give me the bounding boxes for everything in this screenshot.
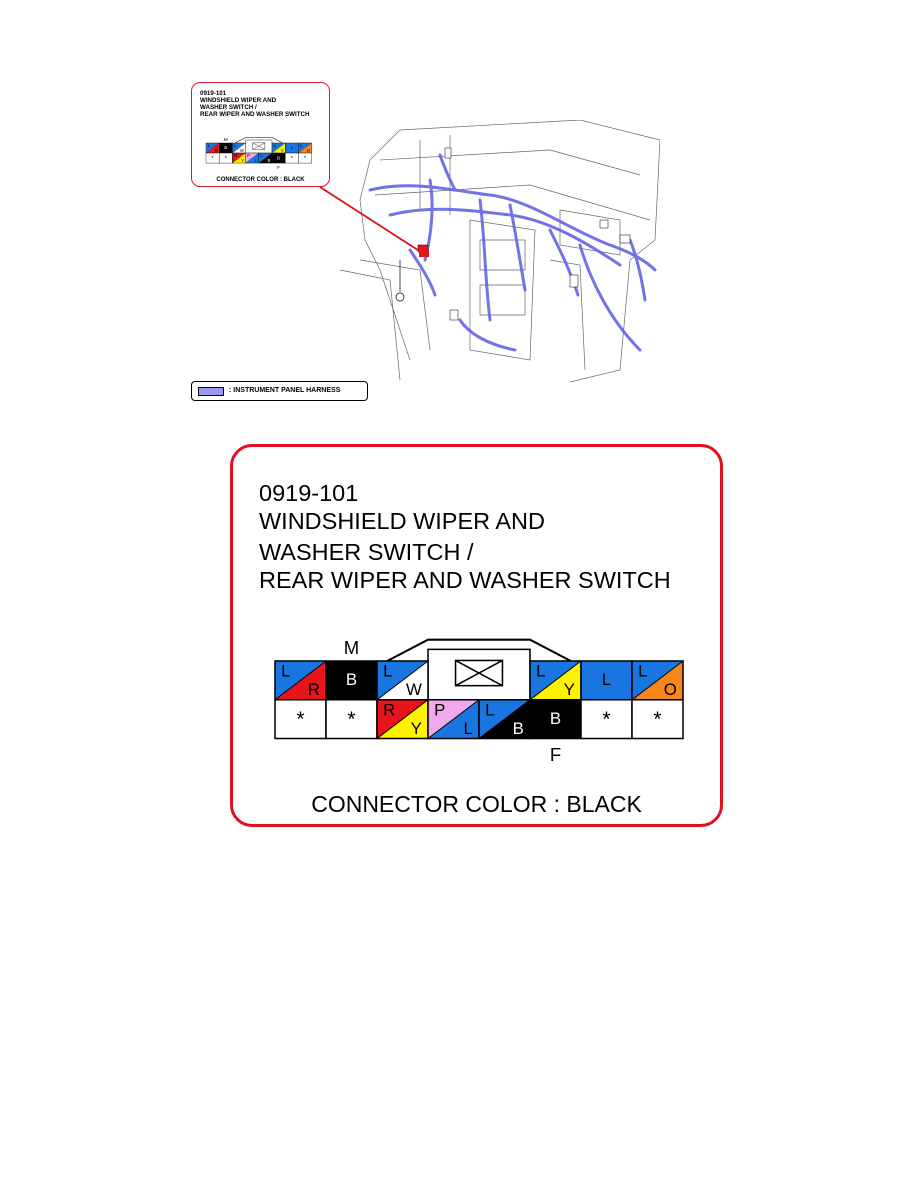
connector-pin-bottom: B [529, 698, 582, 740]
connector-pin-top: LY [271, 142, 286, 154]
svg-text:L: L [234, 143, 237, 148]
connector-pin-top: LR [274, 660, 327, 701]
connector-id: 0919-101 [259, 480, 359, 506]
svg-text:L: L [300, 143, 303, 148]
callout-pointer-line [319, 186, 429, 257]
connector-pin-top: B [219, 142, 233, 154]
svg-text:*: * [291, 156, 294, 162]
connector-pin-top: LO [631, 660, 684, 701]
legend-label: : INSTRUMENT PANEL HARNESS [229, 387, 341, 394]
svg-text:L: L [208, 143, 211, 148]
lock-icon-stroke [252, 142, 265, 150]
connector-pin-bottom: LB [258, 152, 273, 164]
svg-text:*: * [212, 156, 215, 162]
svg-text:B: B [277, 155, 280, 160]
svg-text:*: * [347, 708, 355, 731]
lock-icon-stroke [455, 659, 503, 687]
connector-pin-bottom: * [298, 152, 312, 164]
harness-legend: : INSTRUMENT PANEL HARNESS [191, 381, 368, 401]
svg-text:L: L [602, 670, 611, 689]
svg-text:W: W [240, 148, 245, 153]
connector-pin-bottom: B [271, 152, 286, 164]
connector-pin-top: LO [298, 142, 312, 154]
marker-bottom-label: F [550, 744, 561, 765]
svg-text:W: W [406, 680, 422, 699]
svg-text:*: * [653, 708, 661, 731]
svg-text:L: L [638, 662, 647, 681]
small-connector-callout: 0919-101 WINDSHIELD WIPER AND WASHER SWI… [191, 82, 330, 187]
svg-text:L: L [281, 662, 290, 681]
connector-pin-top: B [325, 660, 378, 701]
marker-top-label: M [224, 137, 228, 143]
connector-pin-bottom: * [274, 698, 327, 740]
marker-top-label: M [344, 637, 359, 658]
connector-pin-bottom: * [219, 152, 233, 164]
connector-detail-callout: 0919-101 WINDSHIELD WIPER AND WASHER SWI… [230, 444, 723, 827]
svg-text:B: B [550, 709, 561, 728]
connector-name-line2: WASHER SWITCH / [259, 539, 474, 565]
small-connector-color-label: CONNECTOR COLOR : BLACK [216, 177, 305, 183]
svg-text:L: L [536, 662, 545, 681]
svg-text:L: L [485, 700, 494, 719]
svg-text:R: R [383, 700, 395, 719]
connector-pin-bottom: PL [427, 698, 480, 740]
connector-name-line3: REAR WIPER AND WASHER SWITCH [259, 567, 671, 593]
connector-color-label: CONNECTOR COLOR : BLACK [311, 791, 642, 817]
connector-name-line1: WINDSHIELD WIPER AND [259, 508, 545, 534]
small-connector-id: 0919-101 [200, 90, 227, 97]
connector-pin-bottom: PL [245, 152, 259, 164]
svg-text:L: L [260, 153, 263, 158]
connector-pin-bottom: LB [478, 698, 531, 740]
connector-pin-top: LW [376, 660, 429, 701]
connector-pin-bottom: * [285, 152, 299, 164]
svg-text:*: * [602, 708, 610, 731]
svg-text:L: L [291, 145, 294, 150]
legend-swatch [198, 387, 224, 396]
svg-text:B: B [513, 719, 524, 738]
instrument-panel-harness-drawing [339, 120, 660, 383]
small-connector-name-line3: REAR WIPER AND WASHER SWITCH [200, 111, 310, 118]
small-connector-name-line1: WINDSHIELD WIPER AND [200, 97, 277, 104]
svg-text:B: B [268, 158, 271, 163]
connector-pin-bottom: * [325, 698, 378, 740]
svg-text:Y: Y [411, 719, 422, 738]
connector-pin-bottom: * [205, 152, 220, 164]
svg-text:P: P [247, 153, 250, 158]
connector-pin-top: L [285, 142, 299, 154]
connector-pin-bottom: * [580, 698, 633, 740]
connector-shroud [234, 137, 283, 144]
svg-text:L: L [255, 158, 258, 163]
svg-text:O: O [307, 148, 311, 153]
svg-text:R: R [308, 680, 320, 699]
svg-text:B: B [224, 145, 227, 150]
svg-text:*: * [225, 156, 228, 162]
connector-pin-bottom: * [631, 698, 684, 740]
svg-text:Y: Y [241, 158, 244, 163]
svg-text:L: L [274, 143, 277, 148]
svg-text:R: R [214, 148, 217, 153]
marker-bottom-label: F [277, 165, 280, 171]
connector-pin-top: LR [205, 142, 220, 154]
svg-text:Y: Y [281, 148, 284, 153]
svg-text:Y: Y [564, 680, 575, 699]
connector-pin-bottom: RY [232, 152, 246, 164]
connector-pin-bottom: RY [376, 698, 429, 740]
svg-text:B: B [346, 670, 357, 689]
svg-text:*: * [304, 156, 307, 162]
svg-text:L: L [383, 662, 392, 681]
small-connector-name-line2: WASHER SWITCH / [200, 104, 257, 111]
connector-pin-top: LY [529, 660, 582, 701]
svg-text:L: L [464, 719, 473, 738]
svg-text:*: * [296, 708, 304, 731]
connector-pin-top: L [580, 660, 633, 701]
svg-text:O: O [664, 680, 677, 699]
connector-pin-top: LW [232, 142, 246, 154]
svg-text:P: P [434, 700, 445, 719]
connector-shroud [386, 638, 572, 662]
svg-text:R: R [234, 153, 237, 158]
